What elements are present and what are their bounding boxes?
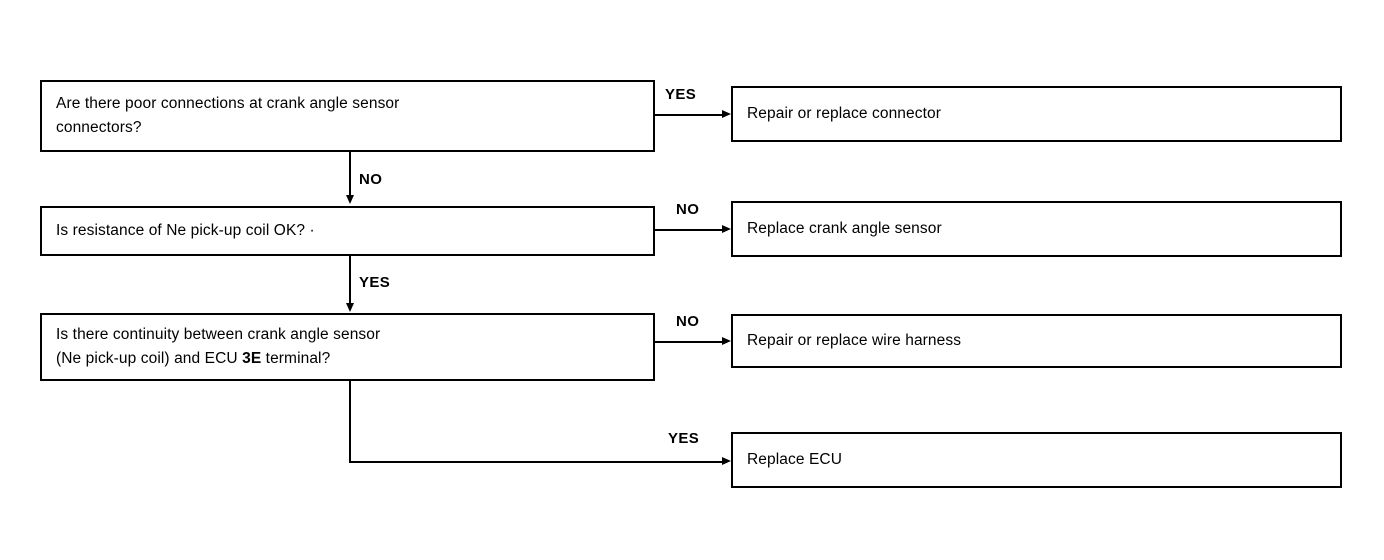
action-box-4[interactable]: Replace ECU bbox=[731, 432, 1342, 488]
action-box-1-label: Repair or replace connector bbox=[747, 105, 941, 123]
edge-label-q1-yes: YES bbox=[665, 86, 697, 103]
edge-q1-to-a1-arrowhead bbox=[722, 110, 731, 118]
edge-q2-to-a2 bbox=[655, 229, 723, 231]
question-box-2-label: Is resistance of Ne pick-up coil OK? · bbox=[56, 222, 315, 240]
action-box-3-label: Repair or replace wire harness bbox=[747, 332, 962, 350]
edge-label-q1-no: NO bbox=[359, 171, 383, 188]
edge-q1-to-q2 bbox=[349, 152, 351, 196]
question-box-3-text-before: Is there continuity between crank angle … bbox=[56, 326, 381, 367]
question-box-3-terminal-code: 3E bbox=[242, 350, 262, 367]
question-box-2[interactable]: Is resistance of Ne pick-up coil OK? · bbox=[40, 206, 655, 256]
edge-q2-to-a2-arrowhead bbox=[722, 225, 731, 233]
question-box-3[interactable]: Is there continuity between crank angle … bbox=[40, 313, 655, 381]
edge-q3-to-a4-vertical bbox=[349, 381, 351, 463]
edge-q2-to-q3-arrowhead bbox=[345, 303, 354, 312]
action-box-2-label: Replace crank angle sensor bbox=[747, 220, 942, 238]
action-box-1[interactable]: Repair or replace connector bbox=[731, 86, 1342, 142]
edge-q1-to-q2-arrowhead bbox=[345, 195, 354, 204]
edge-q2-to-q3 bbox=[349, 256, 351, 304]
edge-q1-to-a1 bbox=[655, 114, 723, 116]
question-box-3-text-after: terminal? bbox=[261, 350, 331, 367]
action-box-3[interactable]: Repair or replace wire harness bbox=[731, 314, 1342, 368]
edge-q3-to-a3 bbox=[655, 341, 723, 343]
edge-label-q3-no: NO bbox=[676, 313, 700, 330]
action-box-4-label: Replace ECU bbox=[747, 451, 843, 469]
edge-label-q2-no: NO bbox=[676, 201, 700, 218]
action-box-2[interactable]: Replace crank angle sensor bbox=[731, 201, 1342, 257]
edge-q3-to-a4-arrowhead bbox=[722, 457, 731, 465]
edge-label-q2-yes: YES bbox=[359, 274, 391, 291]
question-box-1-label: Are there poor connections at crank angl… bbox=[56, 95, 400, 136]
question-box-3-label: Is there continuity between crank angle … bbox=[42, 323, 394, 370]
edge-q3-to-a4-horizontal bbox=[349, 461, 723, 463]
edge-q3-to-a3-arrowhead bbox=[722, 337, 731, 345]
question-box-1[interactable]: Are there poor connections at crank angl… bbox=[40, 80, 655, 152]
edge-label-q3-yes: YES bbox=[668, 430, 700, 447]
